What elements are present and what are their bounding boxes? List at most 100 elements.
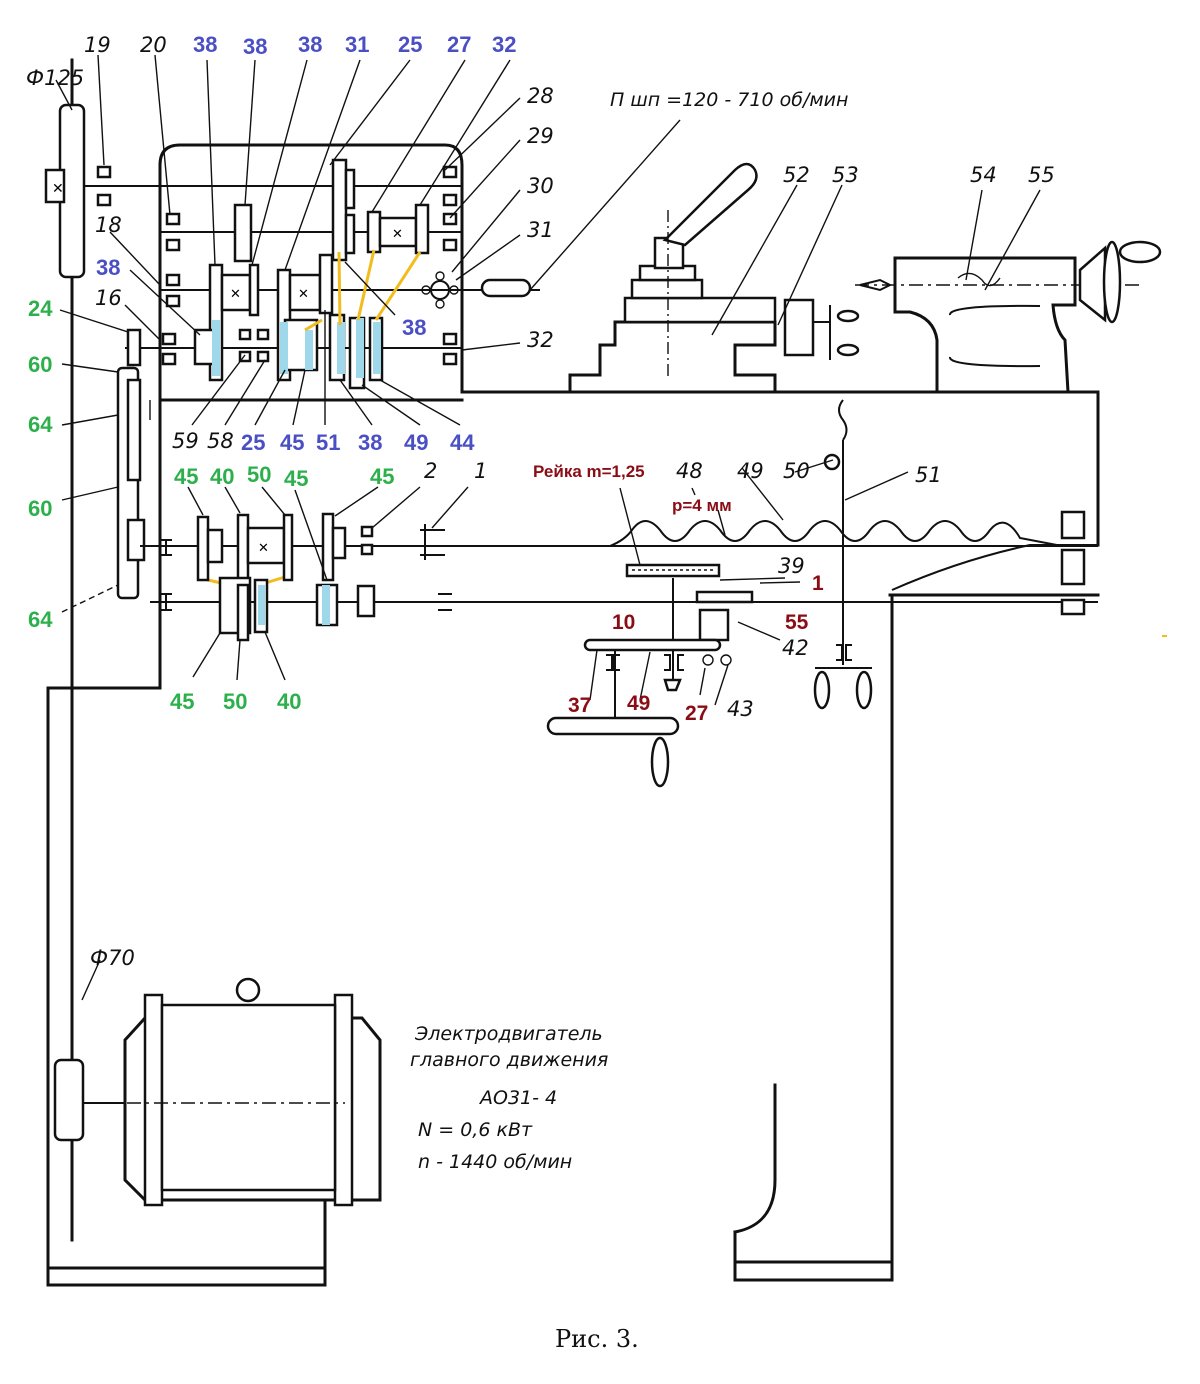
- label-green-50: 50: [247, 462, 271, 487]
- gear-highlight: [305, 330, 313, 370]
- label-green-60: 60: [28, 496, 52, 521]
- change-gears: [116, 366, 151, 600]
- pulley-diameter-top: Ф125: [26, 66, 84, 90]
- label-blue-38-right: 38: [402, 315, 426, 340]
- label-blue-31: 31: [345, 32, 369, 57]
- label-blue-25: 25: [398, 32, 422, 57]
- label-30: 30: [527, 174, 554, 198]
- right-leg: [733, 593, 894, 1282]
- label-31: 31: [527, 218, 554, 242]
- gear-highlight: [280, 322, 288, 374]
- label-18: 18: [95, 213, 122, 237]
- red-labels: Рейка m=1,25 p=4 мм 1 55 10 37 49 27: [533, 462, 824, 725]
- original-labels: 19 20 18 16 28 29 30 31 32 52 53 54 55 5…: [84, 33, 1055, 721]
- bearing: [161, 332, 177, 366]
- label-blue-32: 32: [492, 32, 516, 57]
- label-blue-51: 51: [316, 430, 340, 455]
- label-54: 54: [970, 163, 997, 187]
- lead-screw-pitch-note: p=4 мм: [672, 496, 732, 515]
- spindle-speed-note: П шп =120 - 710 об/мин: [610, 89, 848, 111]
- gear-highlight: [212, 320, 220, 376]
- gear-highlight: [337, 322, 345, 374]
- leader-lines: [59, 54, 1041, 706]
- svg-text:✕: ✕: [258, 540, 269, 555]
- motor-power: N = 0,6 кВт: [418, 1119, 533, 1141]
- tailstock: [855, 240, 1162, 394]
- label-green-40: 40: [210, 464, 234, 489]
- svg-text:✕: ✕: [230, 286, 241, 301]
- headstock-housing: [158, 143, 464, 522]
- label-28: 28: [527, 84, 554, 108]
- motor-spec-note: Электродвигатель главного движения АО31-…: [410, 1023, 608, 1173]
- label-53: 53: [832, 163, 859, 187]
- label-48: 48: [676, 459, 703, 483]
- label-20: 20: [140, 33, 167, 57]
- gear-highlight: [258, 585, 265, 625]
- label-red-37: 37: [568, 694, 591, 717]
- label-2: 2: [424, 459, 437, 483]
- label-blue-38: 38: [298, 32, 322, 57]
- label-red-10: 10: [612, 611, 635, 634]
- label-59: 59: [172, 429, 199, 453]
- label-green-45: 45: [284, 466, 308, 491]
- svg-text:✕: ✕: [298, 286, 309, 301]
- label-red-49: 49: [627, 692, 650, 715]
- label-19: 19: [84, 33, 111, 57]
- gear-highlight: [356, 318, 364, 378]
- label-green-64: 64: [28, 607, 53, 632]
- label-55: 55: [1028, 163, 1055, 187]
- label-red-55: 55: [785, 611, 809, 634]
- label-green-24: 24: [28, 296, 53, 321]
- headstock-gears: ✕ ✕ ✕: [126, 158, 430, 390]
- top-pulley: ✕: [44, 79, 86, 279]
- label-58: 58: [207, 429, 234, 453]
- left-column: [46, 518, 162, 1270]
- label-51: 51: [915, 463, 942, 487]
- label-blue-38: 38: [193, 32, 217, 57]
- label-blue-45: 45: [280, 430, 304, 455]
- feed-box: ✕: [140, 510, 1098, 642]
- label-16: 16: [95, 286, 122, 310]
- bearing: [442, 332, 458, 366]
- label-blue-49: 49: [404, 430, 428, 455]
- label-blue-38-left: 38: [96, 255, 120, 280]
- base-plate: [46, 1266, 327, 1287]
- gear-highlight: [322, 585, 330, 625]
- label-green-45: 45: [370, 464, 394, 489]
- svg-text:✕: ✕: [392, 226, 403, 241]
- pulley-diameter-bottom: Ф70: [90, 946, 135, 970]
- label-42: 42: [782, 636, 809, 660]
- label-52: 52: [783, 163, 810, 187]
- bearing: [165, 273, 181, 308]
- label-1: 1: [474, 459, 487, 483]
- bed-top: [460, 390, 1100, 547]
- label-39: 39: [778, 554, 805, 578]
- motor-speed: n - 1440 об/мин: [418, 1151, 572, 1173]
- green-labels: 24 60 64 60 64 45 40 50 45 45 45 50 40: [28, 296, 394, 714]
- label-green-40: 40: [277, 689, 301, 714]
- apron-mechanism: [546, 399, 873, 788]
- label-green-45: 45: [170, 689, 194, 714]
- bearing: [442, 212, 458, 252]
- motor-title-line1: Электродвигатель: [414, 1023, 603, 1045]
- label-green-60: 60: [28, 352, 52, 377]
- label-red-1: 1: [812, 572, 824, 595]
- label-blue-38: 38: [243, 34, 267, 59]
- label-blue-27: 27: [447, 32, 471, 57]
- figure-caption: Рис. 3.: [555, 1325, 639, 1353]
- blue-labels: 38 38 38 31 25 27 32 38 38 25 45 51 38 4…: [96, 32, 516, 455]
- motor-model: АО31- 4: [478, 1087, 557, 1109]
- lead-screw: [609, 520, 1063, 547]
- main-motor: [53, 959, 382, 1207]
- motor-title-line2: главного движения: [410, 1049, 608, 1071]
- label-32: 32: [527, 328, 554, 352]
- stray-mark: [1162, 635, 1167, 637]
- label-50: 50: [783, 459, 810, 483]
- label-blue-44: 44: [450, 430, 475, 455]
- label-green-45: 45: [174, 464, 198, 489]
- carriage: [568, 162, 860, 394]
- rack-module-note: Рейка m=1,25: [533, 462, 645, 481]
- bearing: [96, 165, 112, 207]
- label-red-27: 27: [685, 702, 708, 725]
